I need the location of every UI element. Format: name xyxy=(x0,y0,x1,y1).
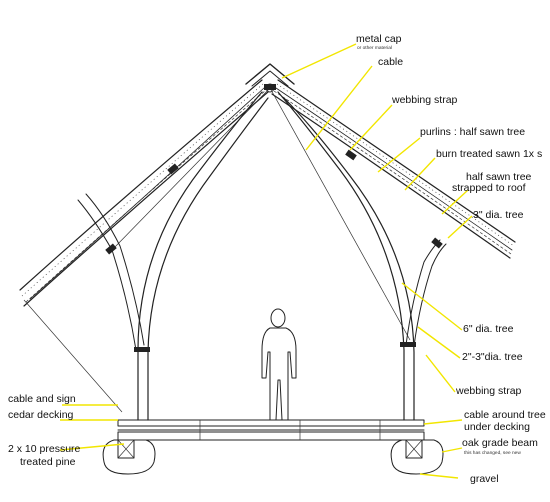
label-oak-grade-beam: oak grade beam xyxy=(462,437,538,449)
roof-right xyxy=(271,79,516,259)
right-arch-tree xyxy=(277,91,447,421)
label-6-dia-tree: 6" dia. tree xyxy=(463,323,514,335)
label-under-decking: under decking xyxy=(464,421,530,433)
label-treated-pine: treated pine xyxy=(20,456,76,468)
foundation-left xyxy=(102,439,156,475)
labels: metal cap or other material cable webbin… xyxy=(8,33,546,485)
foundation-right xyxy=(390,439,444,475)
deck xyxy=(117,419,425,441)
label-cable-and-sign: cable and sign xyxy=(8,393,76,405)
webbing-straps xyxy=(105,84,443,352)
leader-lines xyxy=(59,43,473,479)
label-metal-cap-note: or other material xyxy=(357,45,392,51)
label-2-3-dia-tree: 2"-3"dia. tree xyxy=(462,351,523,363)
label-burn-treated: burn treated sawn 1x s xyxy=(436,148,542,160)
label-webbing-strap-top: webbing strap xyxy=(391,94,458,106)
label-2x10-pressure: 2 x 10 pressure xyxy=(8,443,81,455)
left-arch-tree xyxy=(77,91,269,421)
roof-left xyxy=(19,79,269,307)
label-metal-cap: metal cap xyxy=(356,33,402,45)
label-half-sawn-1: half sawn tree xyxy=(466,171,532,183)
label-gravel: gravel xyxy=(470,473,499,485)
label-half-sawn-2: strapped to roof xyxy=(452,182,526,194)
label-3-dia-tree: 3" dia. tree xyxy=(473,209,524,221)
label-cable-around-tree: cable around tree xyxy=(464,409,546,421)
label-cedar-decking: cedar decking xyxy=(8,409,74,421)
person-silhouette xyxy=(261,308,297,421)
label-purlins: purlins : half sawn tree xyxy=(420,126,525,138)
label-oak-beam-note: this has changed, see new xyxy=(464,450,521,456)
label-cable: cable xyxy=(378,56,403,68)
label-webbing-strap-bottom: webbing strap xyxy=(455,385,522,397)
